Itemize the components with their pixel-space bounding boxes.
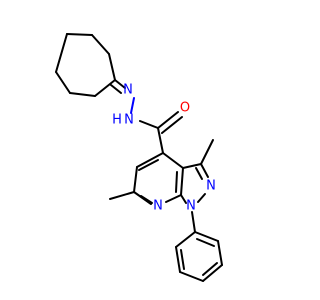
- atom-label-nh: N: [124, 113, 134, 128]
- atom-label-n-hydrazone: N: [123, 83, 133, 98]
- bond: [114, 79, 126, 89]
- bond: [180, 167, 184, 196]
- bond: [110, 84, 122, 94]
- bond: [202, 264, 223, 282]
- bond: [182, 163, 202, 169]
- bond: [161, 116, 183, 134]
- bond: [140, 195, 153, 204]
- bond: [196, 238, 215, 247]
- bond: [195, 167, 203, 180]
- methyl-bond: [109, 191, 135, 200]
- bond: [175, 246, 181, 273]
- n-phenyl-bond: [191, 211, 196, 233]
- pyridine-ring: [133, 152, 184, 205]
- bond: [138, 159, 159, 171]
- bond: [165, 194, 182, 203]
- bond: [157, 111, 179, 129]
- methyl-bond: [200, 139, 214, 165]
- bond: [179, 271, 204, 282]
- atom-label-h: H: [112, 113, 122, 128]
- bond: [200, 163, 209, 178]
- bond: [180, 194, 187, 204]
- bond: [91, 34, 110, 55]
- hydrazone-double-bond: [110, 79, 126, 94]
- bond: [217, 240, 223, 266]
- bond: [175, 171, 178, 193]
- bond: [55, 71, 71, 94]
- bond: [175, 231, 196, 248]
- bond: [139, 120, 159, 129]
- bond: [194, 231, 219, 242]
- n-n-bond: [130, 97, 135, 114]
- bond: [108, 53, 116, 81]
- bond: [180, 249, 185, 270]
- bond: [69, 92, 96, 97]
- cycloheptane-ring: [55, 33, 116, 97]
- atom-label-pyridine-n: N: [153, 199, 163, 214]
- bond: [66, 33, 93, 36]
- bond: [136, 152, 164, 168]
- bond: [162, 152, 184, 169]
- bond: [94, 79, 116, 97]
- bond: [197, 193, 206, 203]
- structure-svg: N N H O N N N: [55, 33, 223, 282]
- pyrazole-ring: [180, 163, 209, 204]
- bond: [202, 262, 218, 276]
- carbonyl-double-bond: [157, 111, 183, 134]
- bond: [55, 33, 68, 73]
- atom-label-carbonyl-o: O: [180, 101, 190, 116]
- atom-label-pyrazole-n2: N: [206, 179, 216, 194]
- phenyl-ring: [175, 231, 223, 282]
- bond: [157, 127, 164, 154]
- bond: [133, 166, 138, 193]
- atom-label-pyrazole-n1: N: [186, 199, 196, 214]
- molecule-diagram: N N H O N N N: [55, 33, 223, 282]
